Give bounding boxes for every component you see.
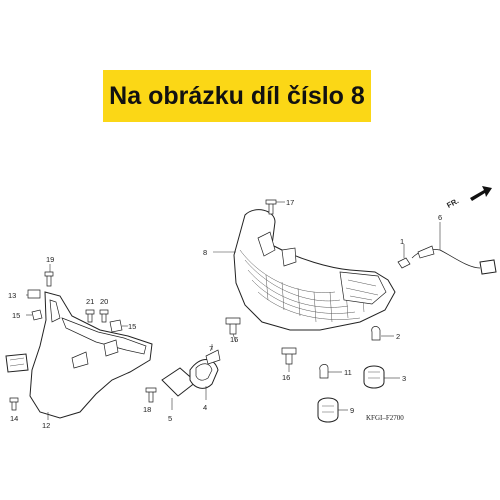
clip-part-7 bbox=[205, 344, 221, 365]
clip-part-13 bbox=[27, 289, 41, 299]
callout-label-15-left: 15 bbox=[12, 311, 20, 320]
callout-label-21: 21 bbox=[86, 297, 94, 306]
callout-label-11: 11 bbox=[344, 368, 352, 377]
callout-label-3: 3 bbox=[402, 374, 406, 383]
headlight-housing-part-8 bbox=[233, 209, 396, 331]
clip-part-15-left bbox=[31, 309, 43, 321]
banner-text: Na obrázku díl číslo 8 bbox=[109, 81, 365, 110]
bulb-part-11 bbox=[319, 364, 342, 379]
callout-label-6: 6 bbox=[438, 213, 442, 222]
callout-label-18: 18 bbox=[143, 405, 151, 414]
callout-label-14: 14 bbox=[10, 414, 18, 423]
callout-label-5: 5 bbox=[168, 414, 172, 423]
callout-label-13: 13 bbox=[8, 291, 16, 300]
socket-part-3 bbox=[363, 365, 400, 389]
leader-lines bbox=[26, 251, 236, 327]
direction-label: FR. bbox=[445, 196, 460, 210]
callout-label-7: 7 bbox=[209, 344, 213, 353]
screw-part-19 bbox=[44, 271, 54, 287]
callout-label-12: 12 bbox=[42, 421, 50, 430]
callout-label-16-lower: 16 bbox=[282, 373, 290, 382]
rear-cover-part-12 bbox=[29, 291, 153, 420]
screw-part-18 bbox=[145, 387, 157, 403]
front-arrow-icon bbox=[470, 186, 492, 201]
screw-part-17 bbox=[265, 199, 285, 215]
diagram-code: KFGI–F2700 bbox=[366, 414, 404, 422]
callout-labels: 1 2 3 4 5 6 7 8 9 11 12 13 14 15 15 16 1… bbox=[8, 198, 442, 430]
callout-label-9: 9 bbox=[350, 406, 354, 415]
front-direction-indicator: FR. bbox=[445, 186, 492, 210]
callout-label-4: 4 bbox=[203, 403, 207, 412]
callout-label-19: 19 bbox=[46, 255, 54, 264]
socket-part-9 bbox=[317, 397, 348, 423]
wire-harness-part-6 bbox=[397, 222, 497, 275]
highlight-banner: Na obrázku díl číslo 8 bbox=[103, 70, 371, 122]
callout-label-20: 20 bbox=[100, 297, 108, 306]
cover-part-4 bbox=[189, 359, 219, 400]
screw-part-21 bbox=[85, 309, 95, 323]
screw-part-20 bbox=[99, 309, 109, 323]
callout-label-17: 17 bbox=[286, 198, 294, 207]
reflector-part bbox=[5, 353, 29, 373]
bulb-part-2 bbox=[371, 326, 394, 341]
clip-part-15-right bbox=[109, 319, 123, 333]
callout-label-16-upper: 16 bbox=[230, 335, 238, 344]
screw-part-16-lower bbox=[281, 347, 297, 372]
callout-label-2: 2 bbox=[396, 332, 400, 341]
callout-label-15-right: 15 bbox=[128, 322, 136, 331]
screw-part-16-upper bbox=[225, 317, 241, 343]
screw-part-14 bbox=[9, 397, 19, 411]
callout-label-8: 8 bbox=[203, 248, 207, 257]
callout-label-1: 1 bbox=[400, 237, 404, 246]
